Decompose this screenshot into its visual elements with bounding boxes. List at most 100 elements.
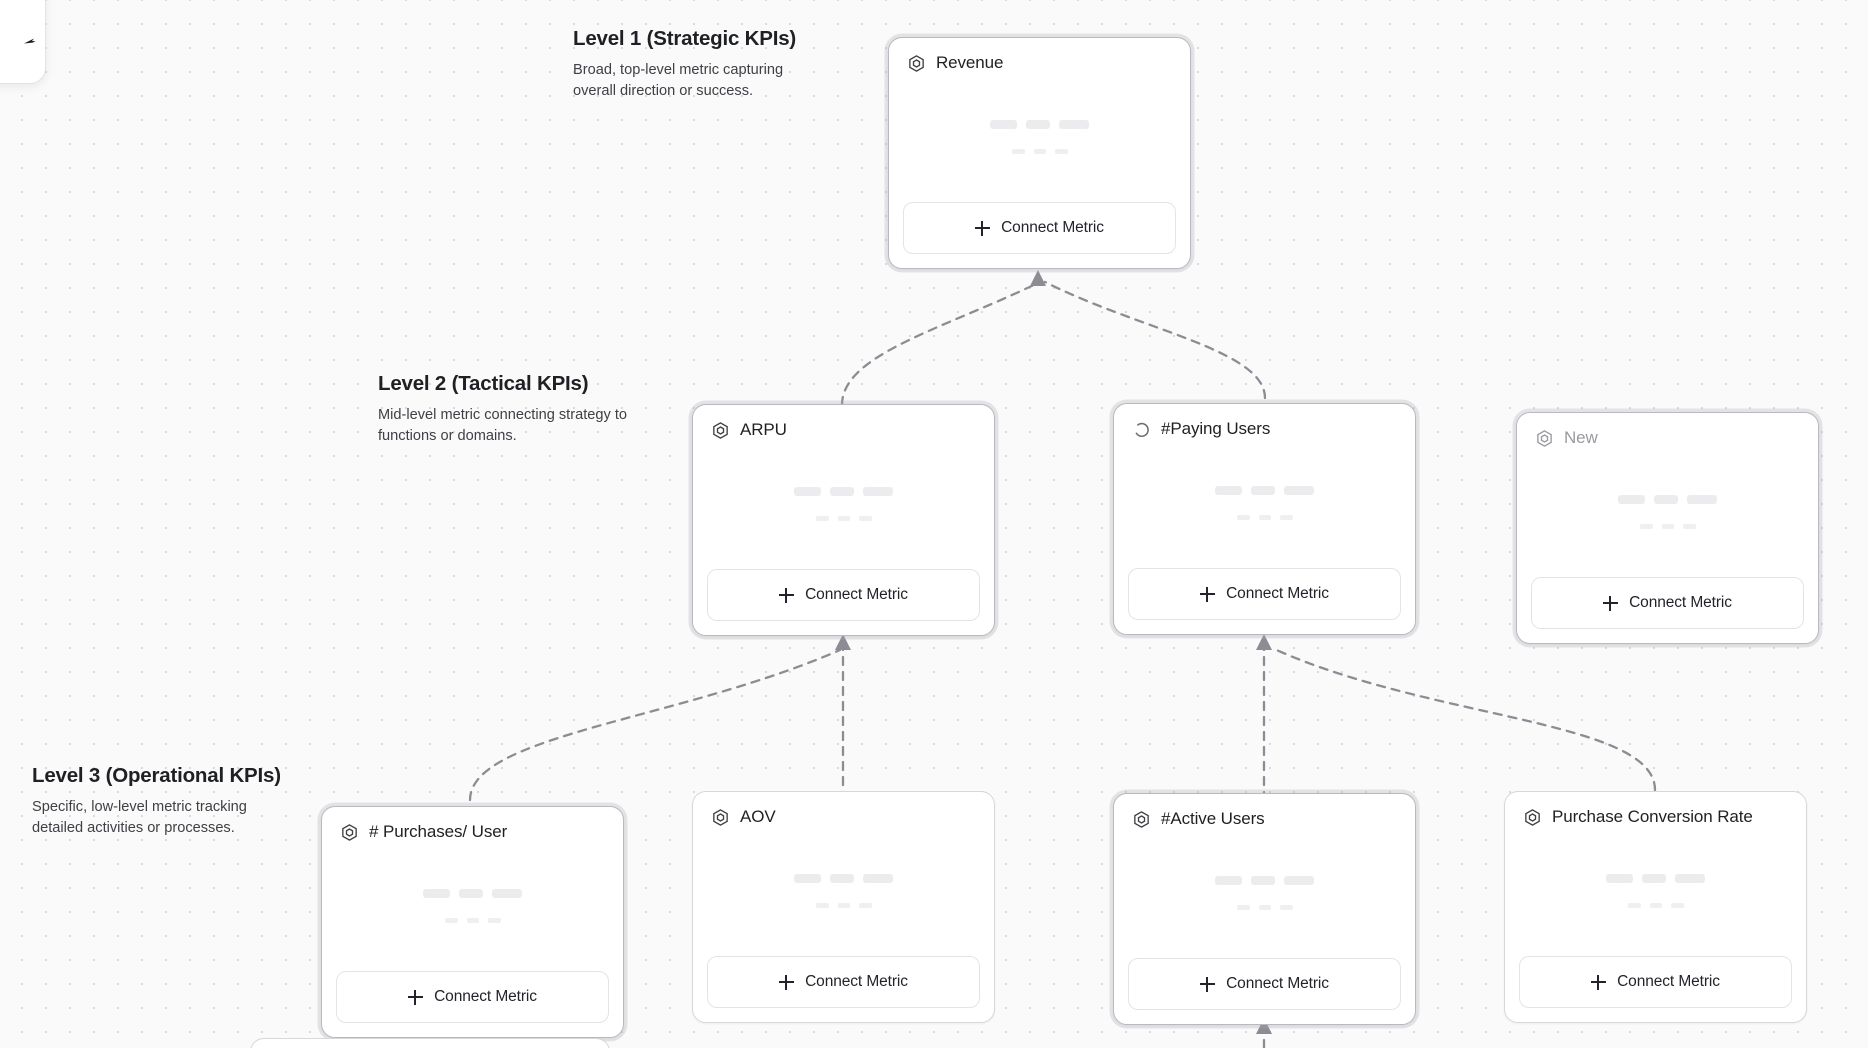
- arrowhead-paying-a: [1256, 634, 1272, 650]
- loading-spinner-icon: [1135, 422, 1149, 437]
- connect-metric-button[interactable]: Connect Metric: [903, 202, 1176, 254]
- skeleton-bar: [830, 486, 854, 496]
- skeleton-bar: [492, 888, 522, 898]
- level-2-description: Mid-level metric connecting strategy to …: [378, 407, 628, 445]
- metric-card-new[interactable]: New Connect Metric: [1516, 412, 1819, 644]
- plus-icon: [408, 989, 424, 1005]
- skeleton-bar: [1606, 873, 1633, 883]
- plus-icon: [975, 220, 991, 236]
- level-2-label-group: Level 2 (Tactical KPIs) Mid-level metric…: [378, 372, 628, 447]
- skeleton-bar: [1682, 523, 1696, 529]
- skeleton-bar: [466, 917, 479, 923]
- skeleton-bar: [837, 902, 850, 908]
- card-title: #Active Users: [1161, 809, 1265, 828]
- card-title: Purchase Conversion Rate: [1552, 807, 1753, 826]
- skeleton-bar: [1279, 514, 1293, 520]
- card-skeleton-body: [889, 73, 1190, 202]
- metric-card-offscreen-bottom[interactable]: [250, 1038, 610, 1048]
- skeleton-bar: [444, 917, 458, 923]
- card-header: #Paying Users: [1114, 404, 1415, 439]
- card-header: Purchase Conversion Rate: [1505, 792, 1806, 827]
- hexagon-metric-icon: [1525, 808, 1540, 826]
- metric-card-purchase-conversion-rate[interactable]: Purchase Conversion Rate Connect Metric: [1504, 791, 1807, 1023]
- level-1-title: Level 1 (Strategic KPIs): [573, 27, 797, 50]
- card-title: New: [1564, 428, 1598, 447]
- skeleton-bar: [1054, 148, 1068, 154]
- edge-purchases-to-arpu: [468, 648, 842, 802]
- connect-metric-label: Connect Metric: [1617, 973, 1720, 990]
- card-header: Revenue: [889, 38, 1190, 73]
- plus-icon: [779, 974, 795, 990]
- connect-metric-label: Connect Metric: [1226, 585, 1329, 602]
- connect-metric-button[interactable]: Connect Metric: [1128, 568, 1401, 620]
- card-skeleton-body: [1114, 829, 1415, 958]
- metric-card-purchases-per-user[interactable]: # Purchases/ User Connect Metric: [321, 806, 624, 1038]
- level-2-title: Level 2 (Tactical KPIs): [378, 372, 589, 395]
- plus-icon: [1603, 595, 1619, 611]
- card-title: Revenue: [936, 53, 1004, 72]
- skeleton-row-secondary: [815, 902, 872, 908]
- skeleton-bar: [794, 873, 821, 883]
- card-title: ARPU: [740, 420, 787, 439]
- connect-metric-button[interactable]: Connect Metric: [1519, 956, 1792, 1008]
- skeleton-row-primary: [1618, 494, 1717, 504]
- card-skeleton-body: [1114, 439, 1415, 568]
- skeleton-bar: [858, 902, 872, 908]
- skeleton-row-secondary: [1627, 902, 1684, 908]
- skeleton-bar: [459, 888, 483, 898]
- skeleton-bar: [1236, 904, 1250, 910]
- skeleton-bar: [1059, 119, 1089, 129]
- metric-card-aov[interactable]: AOV Connect Metric: [692, 791, 995, 1023]
- skeleton-row-secondary: [1236, 904, 1293, 910]
- connect-metric-button[interactable]: Connect Metric: [707, 956, 980, 1008]
- skeleton-bar: [487, 917, 501, 923]
- card-skeleton-body: [693, 827, 994, 956]
- skeleton-bar: [1627, 902, 1641, 908]
- skeleton-bar: [858, 515, 872, 521]
- connect-metric-button[interactable]: Connect Metric: [707, 569, 980, 621]
- level-1-label-group: Level 1 (Strategic KPIs) Broad, top-leve…: [573, 27, 823, 102]
- floating-panel[interactable]: [0, 0, 46, 84]
- edge-conversion-to-paying-users: [1270, 646, 1657, 792]
- plus-icon: [1200, 586, 1216, 602]
- card-title: AOV: [740, 807, 776, 826]
- skeleton-bar: [794, 486, 821, 496]
- metric-card-arpu[interactable]: ARPU Connect Metric: [692, 404, 995, 636]
- connect-metric-label: Connect Metric: [1629, 594, 1732, 611]
- skeleton-row-primary: [1215, 485, 1314, 495]
- skeleton-bar: [1670, 902, 1684, 908]
- skeleton-row-primary: [423, 888, 522, 898]
- skeleton-bar: [1215, 875, 1242, 885]
- skeleton-bar: [1251, 875, 1275, 885]
- skeleton-bar: [1649, 902, 1662, 908]
- skeleton-bar: [863, 486, 893, 496]
- card-title: # Purchases/ User: [369, 822, 508, 841]
- skeleton-bar: [1258, 904, 1271, 910]
- skeleton-bar: [423, 888, 450, 898]
- skeleton-bar: [1284, 485, 1314, 495]
- connect-metric-button[interactable]: Connect Metric: [1128, 958, 1401, 1010]
- connect-metric-label: Connect Metric: [1001, 219, 1104, 236]
- level-3-label-group: Level 3 (Operational KPIs) Specific, low…: [32, 764, 282, 839]
- card-skeleton-body: [693, 440, 994, 569]
- skeleton-bar: [1215, 485, 1242, 495]
- connect-metric-button[interactable]: Connect Metric: [1531, 577, 1804, 629]
- skeleton-bar: [1675, 873, 1705, 883]
- metric-card-revenue[interactable]: Revenue Connect Metric: [888, 37, 1191, 269]
- card-skeleton-body: [1517, 448, 1818, 577]
- skeleton-bar: [1033, 148, 1046, 154]
- skeleton-bar: [1026, 119, 1050, 129]
- skeleton-bar: [815, 902, 829, 908]
- metric-card-paying-users[interactable]: #Paying Users Connect Metric: [1113, 403, 1416, 635]
- skeleton-bar: [863, 873, 893, 883]
- skeleton-row-primary: [1606, 873, 1705, 883]
- skeleton-bar: [1251, 485, 1275, 495]
- hexagon-metric-icon: [713, 421, 728, 439]
- card-header: # Purchases/ User: [322, 807, 623, 842]
- metric-card-active-users[interactable]: #Active Users Connect Metric: [1113, 793, 1416, 1025]
- skeleton-row-secondary: [1011, 148, 1068, 154]
- skeleton-row-secondary: [1236, 514, 1293, 520]
- card-skeleton-body: [322, 842, 623, 971]
- connect-metric-button[interactable]: Connect Metric: [336, 971, 609, 1023]
